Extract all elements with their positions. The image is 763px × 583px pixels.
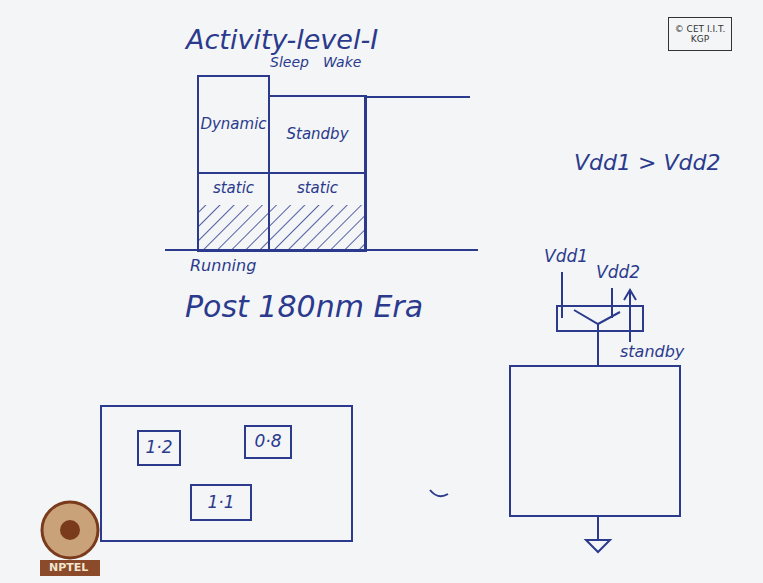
node-text: 1·1 bbox=[207, 493, 234, 513]
chip-outline: 1·2 0·8 1·1 bbox=[100, 405, 353, 542]
supply-label: Vdd1 bbox=[544, 248, 588, 265]
node-text: Standby bbox=[286, 126, 348, 143]
voltage-island: 1·1 bbox=[190, 484, 252, 521]
logo-disc bbox=[42, 502, 98, 558]
supply-label: Vdd2 bbox=[596, 264, 640, 281]
node-text: Dynamic bbox=[200, 116, 266, 133]
logo-hub bbox=[60, 520, 80, 540]
mode-label: standby bbox=[620, 344, 684, 360]
vdd2-wire bbox=[611, 288, 613, 318]
static-power-cell: static bbox=[268, 172, 367, 252]
voltage-island: 1·2 bbox=[137, 430, 181, 466]
circuit-block bbox=[510, 366, 680, 516]
ground-wire bbox=[597, 516, 599, 540]
node-text: 0·8 bbox=[254, 432, 281, 452]
phase-label: Wake bbox=[323, 55, 361, 69]
phase-label: Running bbox=[190, 258, 256, 274]
node-text: © CET I.I.T. KGP bbox=[669, 24, 731, 45]
wake-step bbox=[365, 96, 470, 98]
logo-text: NPTEL bbox=[49, 562, 88, 573]
voltage-island: 0·8 bbox=[244, 425, 292, 459]
node-text: static bbox=[213, 180, 254, 197]
dynamic-power-cell: Dynamic bbox=[197, 75, 270, 174]
copyright-box: © CET I.I.T. KGP bbox=[668, 17, 732, 51]
switch-symbol bbox=[574, 310, 620, 324]
slide-title: Activity-level-I bbox=[186, 26, 378, 53]
pen-mark bbox=[430, 490, 448, 496]
node-text: 1·2 bbox=[145, 438, 172, 458]
vdd1-wire bbox=[561, 272, 563, 318]
node-text: static bbox=[297, 180, 338, 197]
era-note: Post 180nm Era bbox=[185, 292, 423, 322]
voltage-relation: Vdd1 > Vdd2 bbox=[574, 152, 720, 174]
logo-band bbox=[40, 560, 100, 576]
supply-wire bbox=[597, 324, 599, 366]
phase-label: Sleep bbox=[270, 55, 309, 69]
standby-power-cell: Standby bbox=[268, 95, 367, 174]
ground-symbol bbox=[586, 540, 610, 552]
standby-arrow bbox=[624, 290, 636, 342]
static-power-cell: static bbox=[197, 172, 270, 252]
leakage-hatch bbox=[198, 205, 364, 249]
